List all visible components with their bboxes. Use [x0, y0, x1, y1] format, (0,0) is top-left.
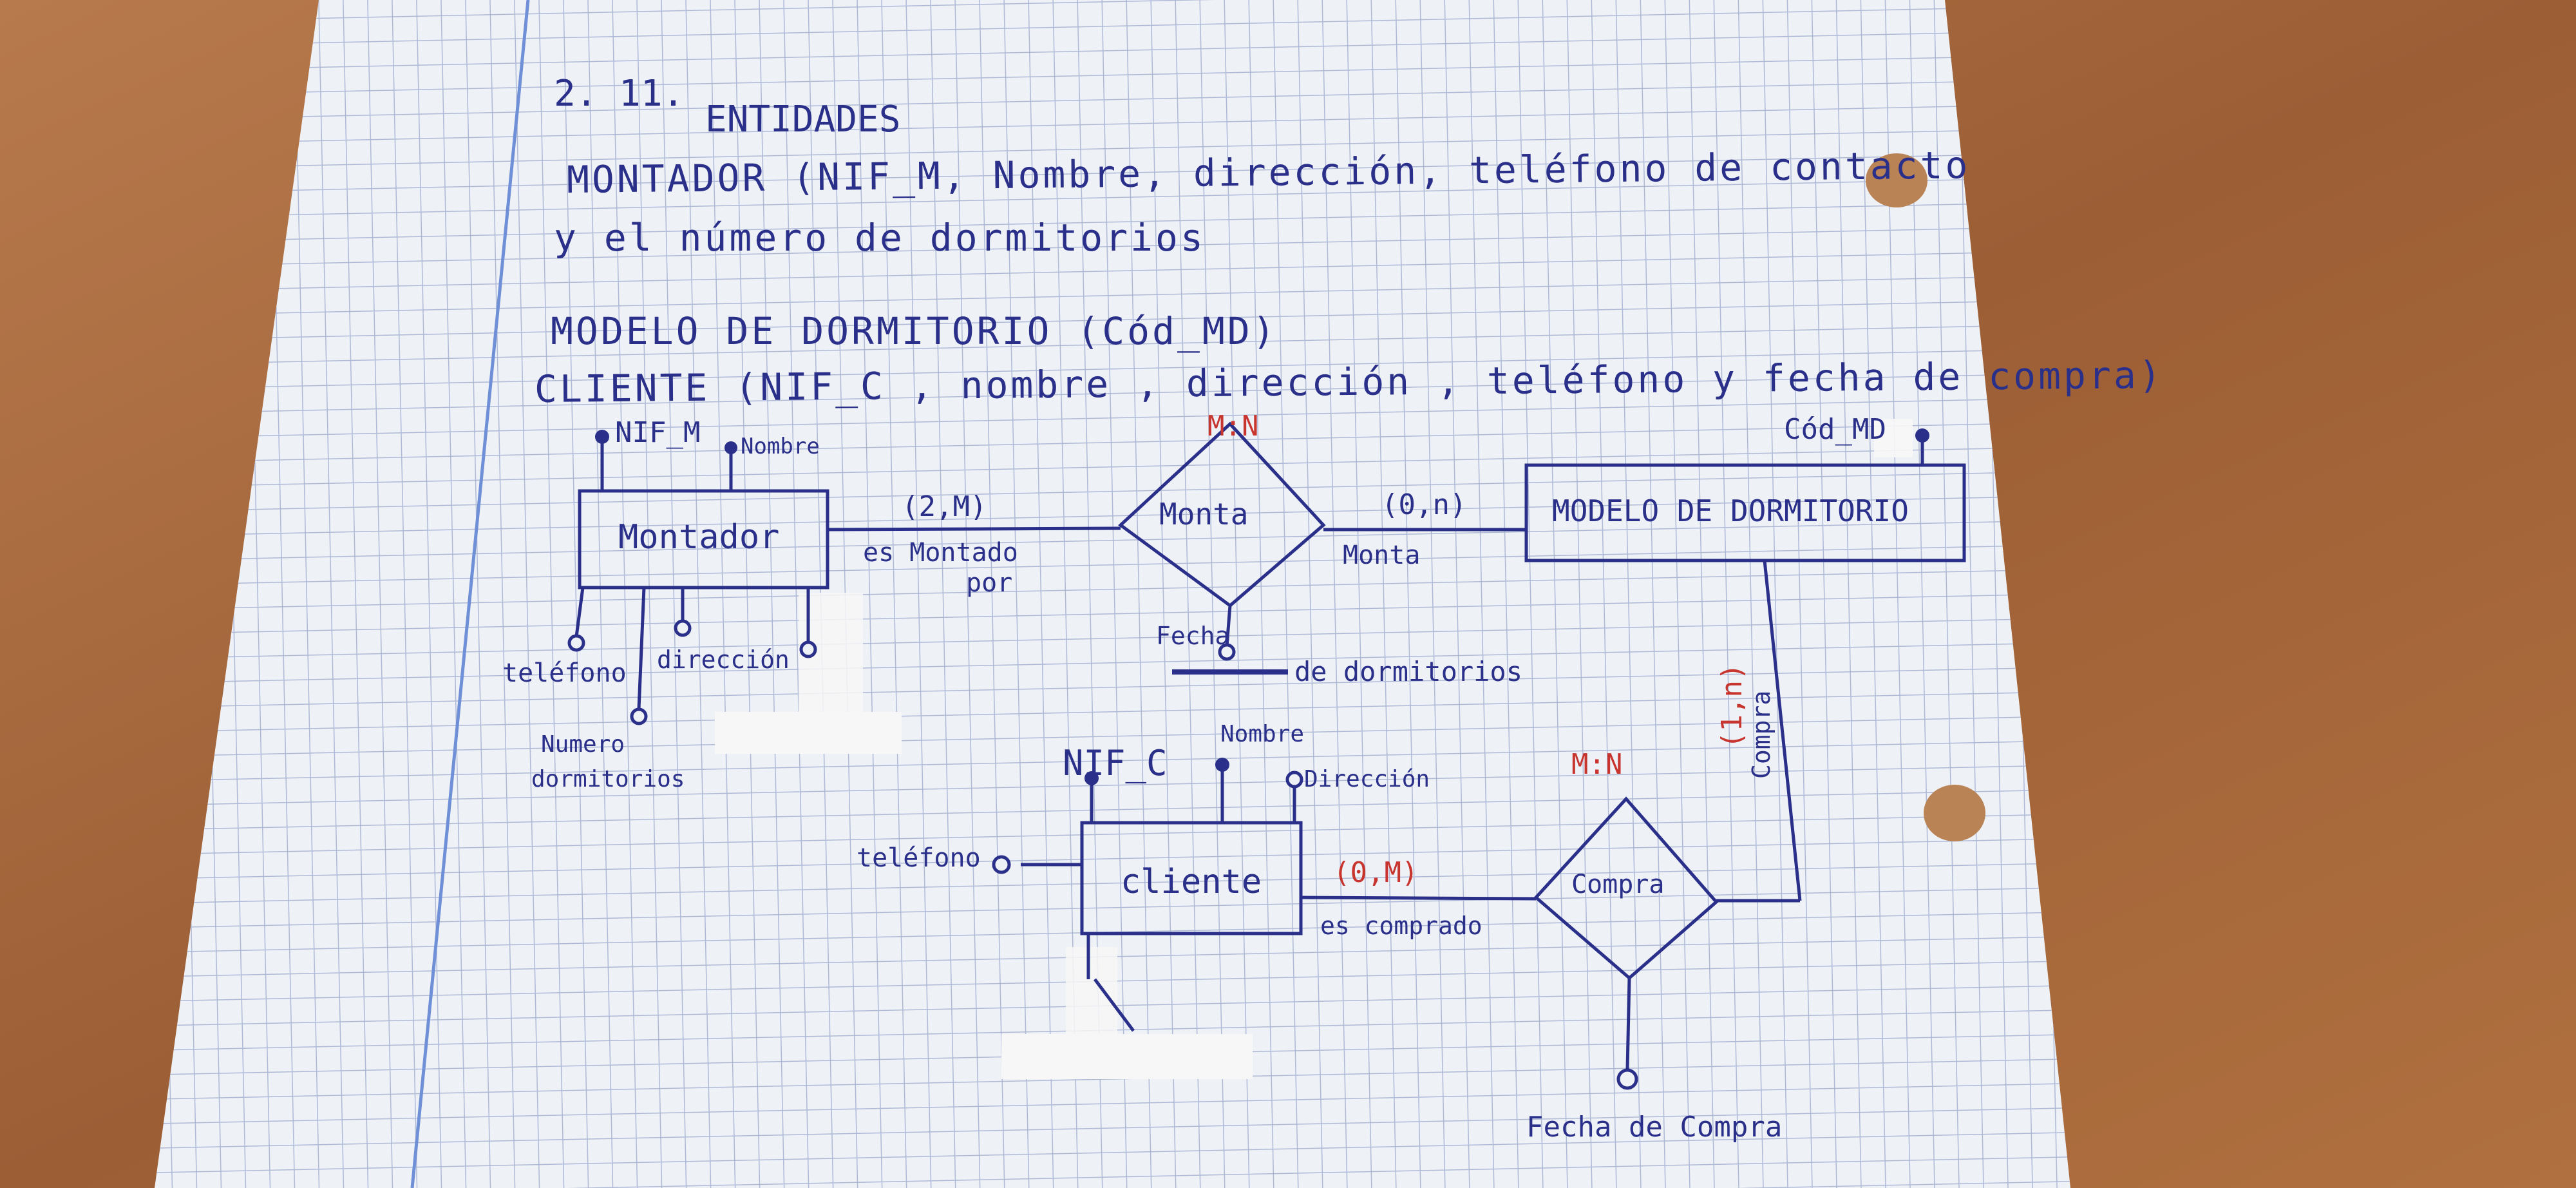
cliente-entity-box [1080, 821, 1303, 935]
role-es-comprado: es comprado [1320, 912, 1482, 940]
attr-telefono-c: teléfono [857, 843, 981, 873]
role-compra: Compra [1747, 690, 1776, 779]
attr-fecha-2: de dormitorios [1294, 656, 1523, 687]
correction-tape [1874, 419, 1913, 457]
attr-fecha-compra: Fecha de Compra [1526, 1111, 1783, 1144]
entity-line-montador-cont: y el número de dormitorios [554, 216, 1206, 260]
modelo-cardinality: (0,n) [1381, 488, 1467, 521]
correction-tape [1001, 1034, 1253, 1079]
punch-hole [1866, 153, 1927, 207]
cliente-entity-label: cliente [1121, 863, 1262, 901]
monta-type-label: M:N [1208, 410, 1259, 443]
modelo-entity-label: MODELO DE DORMITORIO [1552, 493, 1909, 528]
attr-telefono-m: teléfono [502, 658, 627, 688]
attr-numero-1: Numero [541, 731, 625, 758]
role-es-montado: es Montado [863, 538, 1018, 568]
modelo-entity-box [1524, 463, 1966, 562]
correction-tape [1066, 947, 1117, 1037]
exercise-number: 2. 11. [554, 73, 685, 115]
entity-line-modelo: MODELO DE DORMITORIO (Cód_MD) [551, 309, 1278, 353]
modelo-compra-cardinality: (1,n) [1716, 663, 1748, 749]
montador-cardinality: (2,M) [902, 490, 987, 523]
cliente-cardinality: (0,M) [1333, 856, 1419, 889]
punch-hole [1924, 785, 1985, 841]
role-por: por [966, 568, 1013, 598]
correction-tape [715, 712, 902, 754]
attr-nombre-c: Nombre [1220, 721, 1305, 747]
attr-direccion-m: dirección [657, 646, 790, 674]
role-monta: Monta [1343, 541, 1421, 570]
attr-fecha-1: Fecha [1156, 622, 1230, 650]
attr-direccion-c: Dirección [1304, 766, 1430, 792]
monta-relationship-label: Monta [1159, 497, 1249, 532]
attr-cod-md: Cód_MD [1784, 413, 1886, 446]
attr-nif-m: NIF_M [615, 416, 701, 449]
compra-type-label: M:N [1571, 748, 1623, 781]
margin-line [410, 0, 530, 1188]
entities-heading: ENTIDADES [705, 99, 901, 140]
attr-numero-2: dormitorios [531, 766, 685, 792]
compra-relationship-label: Compra [1571, 870, 1665, 899]
attr-nif-c: NIF_C [1063, 743, 1168, 783]
montador-entity-label: Montador [618, 518, 780, 557]
attr-nombre-m: Nombre [741, 434, 820, 459]
montador-entity-box [578, 489, 829, 589]
